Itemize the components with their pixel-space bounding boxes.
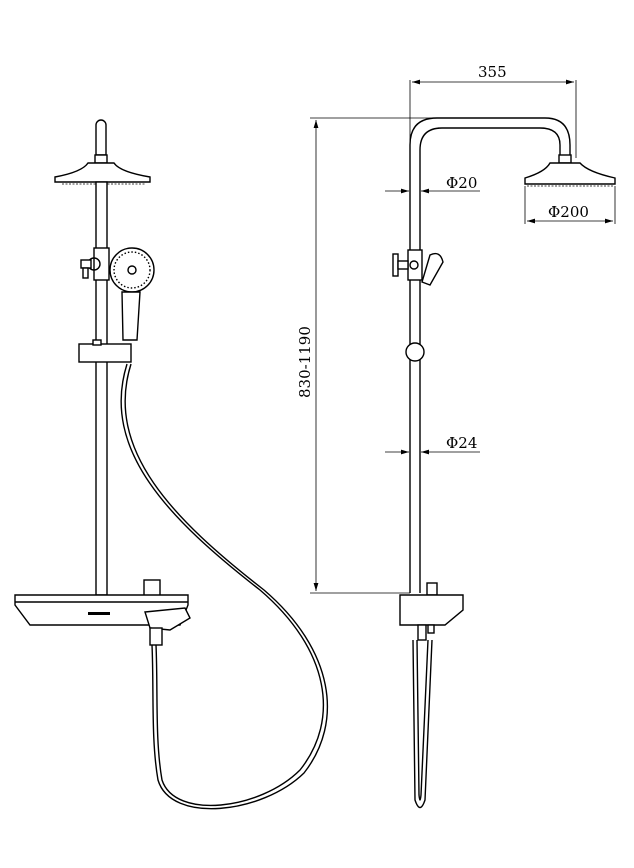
slide-bar <box>78 343 132 363</box>
hose-side <box>412 639 433 809</box>
dimension-head: Φ200 <box>548 203 589 221</box>
hand-shower-side <box>421 252 444 286</box>
shelf-side <box>399 594 464 626</box>
hose-front <box>120 363 325 807</box>
dimension-arm-reach: 355 <box>478 63 507 81</box>
hand-shower-head <box>109 247 155 293</box>
front-view <box>14 119 329 810</box>
spout <box>144 607 191 631</box>
riser-pipe <box>95 181 108 596</box>
dimension-upper-pipe: Φ20 <box>446 174 477 192</box>
top-cap <box>95 119 107 156</box>
side-view: 355 Φ20 Φ200 Φ24 830-1190 <box>296 63 616 809</box>
dimension-height: 830-1190 <box>296 326 314 398</box>
rain-head-front <box>54 162 151 183</box>
rain-head-side <box>524 162 616 185</box>
hand-shower-handle <box>121 291 141 341</box>
dimension-lower-pipe: Φ24 <box>446 434 477 452</box>
